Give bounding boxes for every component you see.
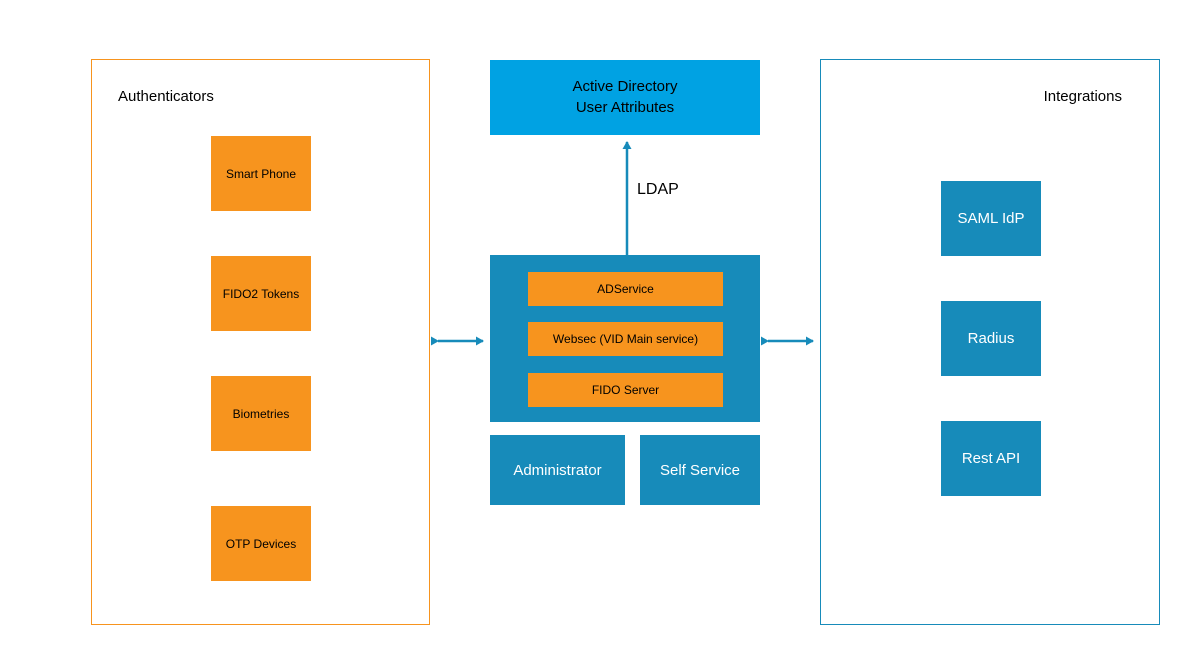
node-radius: Radius (941, 301, 1041, 376)
node-radius-label: Radius (967, 330, 1015, 347)
node-self-service: Self Service (640, 435, 760, 505)
node-smart-phone: Smart Phone (211, 136, 311, 211)
node-rest-api-label: Rest API (961, 450, 1021, 467)
node-administrator-label: Administrator (513, 461, 602, 479)
node-websec-label: Websec (VID Main service) (552, 332, 699, 346)
authenticators-panel: Authenticators Smart Phone FIDO2 Tokens … (91, 59, 430, 625)
node-otp-devices-label: OTP Devices (225, 536, 297, 551)
authenticators-panel-title: Authenticators (118, 88, 214, 105)
node-adservice: ADService (528, 272, 723, 306)
node-biometries: Biometries (211, 376, 311, 451)
node-fido2-tokens: FIDO2 Tokens (211, 256, 311, 331)
node-websec-vid-main-service: Websec (VID Main service) (528, 322, 723, 356)
node-rest-api: Rest API (941, 421, 1041, 496)
node-fido-server-label: FIDO Server (591, 383, 660, 397)
integrations-panel-title: Integrations (1043, 88, 1122, 105)
active-directory-line1: Active Directory (572, 78, 678, 96)
node-active-directory-user-attributes: Active Directory User Attributes (490, 60, 760, 135)
node-adservice-label: ADService (597, 282, 654, 296)
integrations-panel: Integrations SAML IdP Radius Rest API (820, 59, 1160, 625)
node-saml-idp-label: SAML IdP (957, 210, 1025, 227)
node-vid-main-services: ADService Websec (VID Main service) FIDO… (490, 255, 760, 422)
ldap-connector-label: LDAP (637, 181, 679, 198)
node-smart-phone-label: Smart Phone (225, 166, 297, 181)
node-fido2-tokens-label: FIDO2 Tokens (222, 286, 300, 301)
node-self-service-label: Self Service (659, 461, 741, 479)
node-administrator: Administrator (490, 435, 625, 505)
node-saml-idp: SAML IdP (941, 181, 1041, 256)
node-fido-server: FIDO Server (528, 373, 723, 407)
node-otp-devices: OTP Devices (211, 506, 311, 581)
node-biometries-label: Biometries (232, 406, 290, 421)
active-directory-line2: User Attributes (575, 98, 675, 116)
